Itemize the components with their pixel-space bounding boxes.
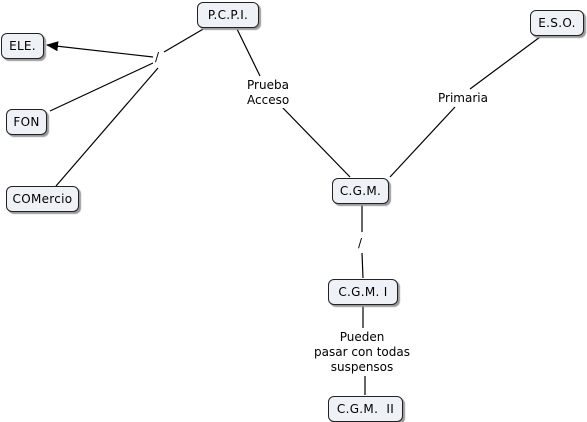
connector-prueba-cgm (281, 106, 351, 178)
concept-node-cgm-ii[interactable]: C.G.M. II (328, 396, 403, 422)
connector-eso-primaria (469, 36, 541, 90)
connector-slash-fon (49, 62, 154, 112)
connector-pcpi-slash (163, 27, 206, 53)
connector-primaria-cgm (389, 106, 456, 178)
link-label-pueden: Pueden pasar con todas suspensos (311, 330, 413, 375)
link-label-primaria: Primaria (437, 91, 489, 106)
concept-node-comercio[interactable]: COMercio (6, 186, 79, 212)
concept-node-cgm-i[interactable]: C.G.M. I (328, 279, 398, 305)
concept-node-eso[interactable]: E.S.O. (530, 10, 584, 36)
link-label-prueba-acceso: Prueba Acceso (246, 78, 291, 108)
connector-slash-cgm1 (361, 252, 364, 279)
link-label-slash-mid: / (357, 236, 364, 251)
connector-pcpi-prueba (236, 28, 261, 77)
connector-slash-comercio (55, 67, 159, 187)
concept-node-pcpi[interactable]: P.C.P.I. (197, 2, 259, 28)
connector-slash-ele (46, 41, 154, 58)
concept-node-cgm[interactable]: C.G.M. (332, 178, 389, 204)
concept-node-fon[interactable]: FON (6, 109, 47, 135)
concept-node-ele[interactable]: ELE. (1, 33, 44, 59)
link-label-slash-top: / (154, 50, 161, 65)
